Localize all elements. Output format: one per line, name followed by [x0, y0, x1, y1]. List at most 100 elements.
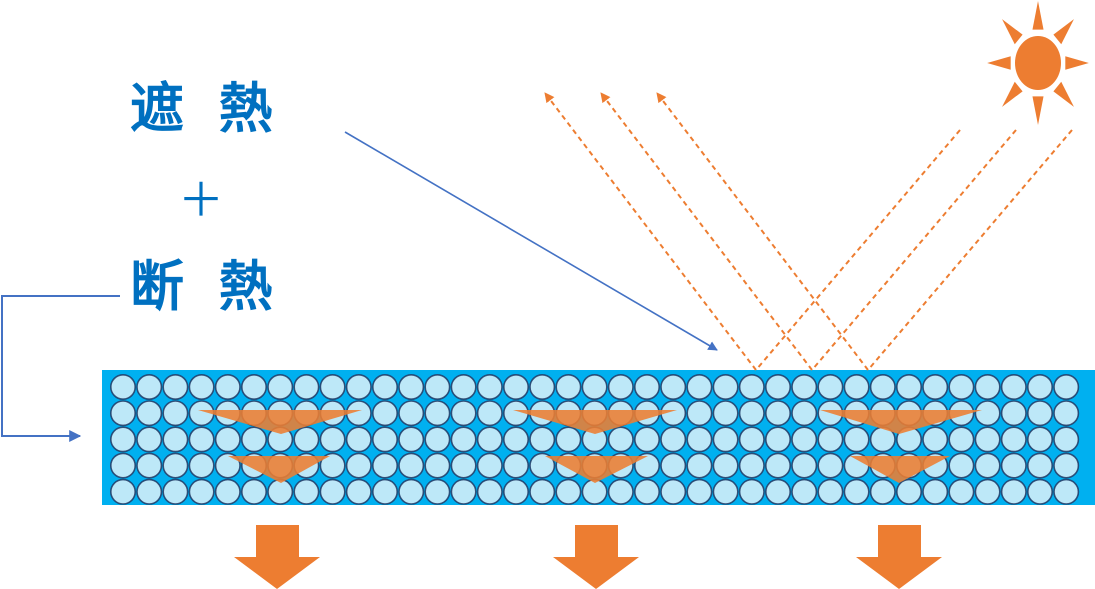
bubble [555, 373, 582, 400]
bubble [110, 478, 137, 505]
sun-ray [1032, 1, 1044, 30]
bubble [791, 452, 818, 479]
bubble [948, 426, 975, 453]
bubble [1000, 478, 1027, 505]
bubble [1027, 400, 1054, 427]
bubble [948, 478, 975, 505]
heat-shield-label: 遮 熱 [130, 77, 281, 140]
bubble [817, 478, 844, 505]
bubble [529, 373, 556, 400]
bubble [791, 400, 818, 427]
bubble [214, 478, 241, 505]
bubble [136, 452, 163, 479]
bubble [738, 452, 765, 479]
bubble [398, 452, 425, 479]
bubble [1000, 426, 1027, 453]
bubble [1027, 478, 1054, 505]
bubble [319, 452, 346, 479]
bubble [1000, 452, 1027, 479]
sun-ray [1053, 81, 1074, 107]
bubble [1027, 426, 1054, 453]
heat-flow-triangle [545, 456, 648, 483]
bubble-grid [110, 373, 1080, 505]
bubble [267, 373, 294, 400]
bubble [267, 478, 294, 505]
bubble [738, 478, 765, 505]
bubble [476, 478, 503, 505]
bubble [686, 400, 713, 427]
bubble [293, 478, 320, 505]
bubble [607, 426, 634, 453]
bubble [791, 373, 818, 400]
bubble [136, 426, 163, 453]
bubble [1053, 478, 1080, 505]
bubble [581, 478, 608, 505]
bubble [529, 452, 556, 479]
heat-flow-triangle [820, 410, 982, 434]
bubble [241, 478, 268, 505]
bubble [686, 373, 713, 400]
heat-shield-pointer [344, 131, 718, 351]
bubble [476, 400, 503, 427]
bubble [712, 426, 739, 453]
bubble [162, 478, 189, 505]
bubble [869, 373, 896, 400]
bubble [424, 452, 451, 479]
bubble [712, 478, 739, 505]
bubble [241, 426, 268, 453]
heat-down-arrows [234, 525, 942, 589]
bubble [712, 373, 739, 400]
bubble [398, 400, 425, 427]
bubble [110, 373, 137, 400]
incident-ray [811, 129, 1017, 371]
bubble [188, 373, 215, 400]
heat-flow-triangles [198, 410, 982, 483]
bubble [764, 426, 791, 453]
sun-icon [987, 1, 1089, 125]
bubble [686, 452, 713, 479]
heat-flow-triangle [198, 410, 362, 434]
sun-ray [987, 56, 1011, 70]
bubble [398, 426, 425, 453]
bubble [371, 400, 398, 427]
bubble [660, 478, 687, 505]
bubble [502, 478, 529, 505]
bubble [633, 426, 660, 453]
bubble [1053, 373, 1080, 400]
sun-ray [1053, 19, 1074, 45]
bubble [712, 452, 739, 479]
down-arrow-icon [553, 525, 639, 589]
sun-rays [544, 92, 1073, 371]
bubble [660, 373, 687, 400]
down-arrow-icon [856, 525, 942, 589]
bubble [214, 452, 241, 479]
bubble [764, 478, 791, 505]
bubble [110, 452, 137, 479]
heat-insulation-label: 断 熱 [130, 255, 281, 318]
bubble [895, 373, 922, 400]
bubble [476, 452, 503, 479]
bubble [922, 478, 949, 505]
bubble [843, 478, 870, 505]
plus-sign: ＋ [178, 173, 224, 227]
bubble [424, 373, 451, 400]
sun-ray [1032, 96, 1044, 125]
bubble [162, 452, 189, 479]
bubble [188, 426, 215, 453]
bubble [738, 400, 765, 427]
reflected-ray [656, 92, 869, 371]
bubble [241, 373, 268, 400]
bubble [974, 426, 1001, 453]
bubble [660, 426, 687, 453]
bubble [293, 426, 320, 453]
bubble [110, 426, 137, 453]
bubble [345, 373, 372, 400]
bubble [948, 452, 975, 479]
bubble [974, 373, 1001, 400]
bubble [398, 373, 425, 400]
bubble [529, 478, 556, 505]
bubble [764, 452, 791, 479]
bubble [529, 426, 556, 453]
bubble [214, 426, 241, 453]
